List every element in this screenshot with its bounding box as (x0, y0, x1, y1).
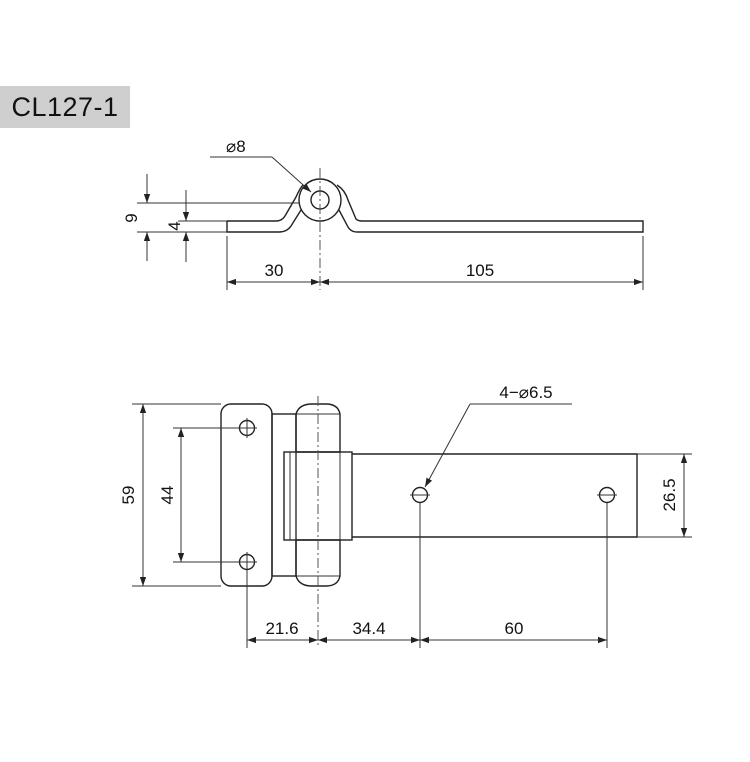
top-view: 4−⌀6.5 59 44 26.5 21.6 34.4 60 (119, 383, 692, 648)
holes-leader (424, 403, 471, 488)
hole-spacing-label: 44 (158, 486, 177, 505)
long-leaf-plate (352, 453, 638, 538)
model-label-tag: CL127-1 (0, 86, 130, 128)
height-9-label: 9 (122, 213, 141, 222)
short-leaf-length-label: 30 (265, 261, 284, 280)
thickness-label: 4 (165, 221, 184, 230)
holes-label: 4−⌀6.5 (499, 383, 552, 402)
offset-3-label: 60 (505, 619, 524, 638)
model-label: CL127-1 (11, 91, 119, 122)
hole-long-leaf-outer (597, 486, 617, 504)
side-view-outline (226, 184, 644, 233)
leaf-width-label: 26.5 (660, 478, 679, 511)
side-view: ⌀8 9 4 30 105 (122, 137, 644, 290)
hole-long-leaf-inner (410, 486, 430, 504)
pin-diameter-label: ⌀8 (226, 137, 246, 156)
long-leaf-length-label: 105 (466, 261, 494, 280)
knuckle-outer (298, 178, 342, 222)
knuckle-bottom-segment (295, 539, 341, 587)
offset-2-label: 34.4 (352, 619, 385, 638)
total-height-label: 59 (119, 486, 138, 505)
pin-diameter-leader (271, 156, 312, 193)
offset-1-label: 21.6 (265, 619, 298, 638)
